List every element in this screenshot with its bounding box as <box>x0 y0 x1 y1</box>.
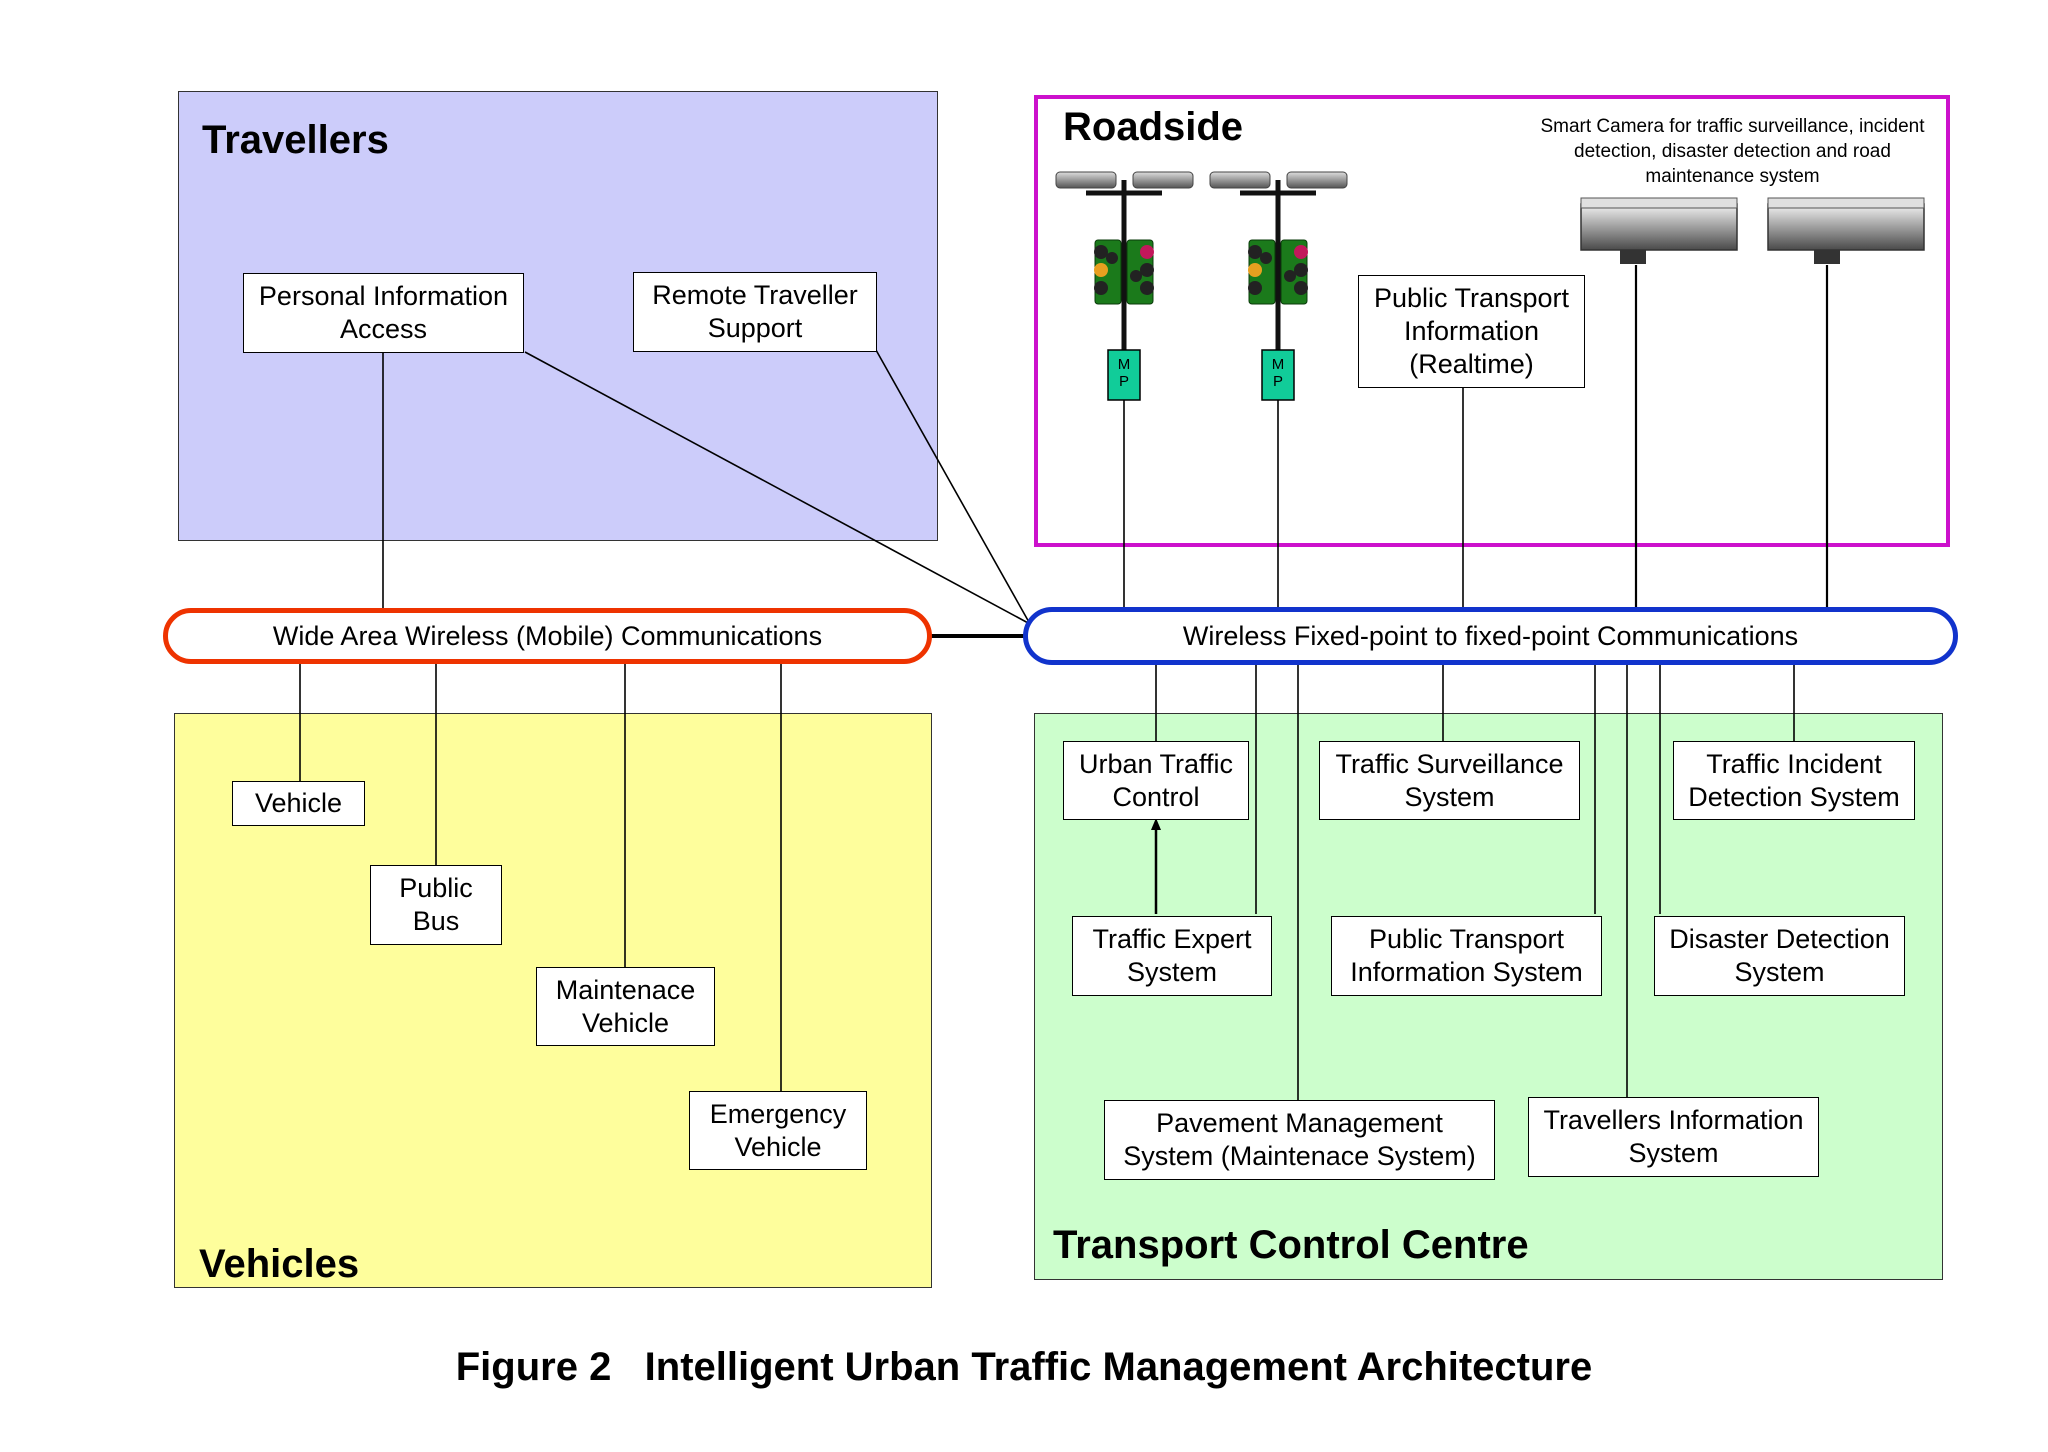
remote-traveller-support-box: Remote Traveller Support <box>633 272 877 352</box>
traffic-incident-detection-box: Traffic Incident Detection System <box>1673 741 1915 820</box>
emergency-vehicle-box: Emergency Vehicle <box>689 1091 867 1170</box>
line-personal-to-fixed <box>524 351 1031 625</box>
disaster-detection-box: Disaster Detection System <box>1654 916 1905 996</box>
traffic-expert-system-box: Traffic Expert System <box>1072 916 1272 996</box>
camera-note: Smart Camera for traffic surveillance, i… <box>1540 116 1925 187</box>
roadside-title: Roadside <box>1063 105 1244 149</box>
travellers-information-system-box: Travellers Information System <box>1528 1097 1819 1177</box>
public-transport-realtime-box: Public Transport Information (Realtime) <box>1358 275 1585 388</box>
traffic-signal-1 <box>1055 171 1194 350</box>
travellers-title: Travellers <box>202 118 389 162</box>
urban-traffic-control-box: Urban Traffic Control <box>1063 741 1249 820</box>
personal-information-access-box: Personal Information Access <box>243 273 524 353</box>
vehicles-title: Vehicles <box>199 1242 360 1286</box>
traffic-surveillance-box: Traffic Surveillance System <box>1319 741 1580 820</box>
public-bus-box: Public Bus <box>370 865 502 945</box>
smart-camera-2 <box>1767 197 1925 264</box>
line-remote-to-fixed <box>875 349 1031 625</box>
arrowhead-urban-traffic <box>1151 818 1161 830</box>
mp-label-1: M P <box>1117 356 1131 390</box>
traffic-signal-2 <box>1209 171 1348 350</box>
mp-sign-1 <box>1107 349 1141 401</box>
figure-caption: Figure 2 Intelligent Urban Traffic Manag… <box>455 1345 1593 1389</box>
mobile-communications-bus: Wide Area Wireless (Mobile) Communicatio… <box>163 608 932 664</box>
tcc-title: Transport Control Centre <box>1053 1223 1529 1267</box>
maintenance-vehicle-box: Maintenace Vehicle <box>536 967 715 1046</box>
vehicle-box: Vehicle <box>232 781 365 826</box>
fixed-point-communications-bus: Wireless Fixed-point to fixed-point Comm… <box>1023 607 1958 665</box>
mp-sign-2 <box>1261 349 1295 401</box>
mp-label-2: M P <box>1271 356 1285 390</box>
pavement-management-box: Pavement Management System (Maintenace S… <box>1104 1100 1495 1180</box>
smart-camera-1 <box>1580 197 1738 264</box>
public-transport-info-system-box: Public Transport Information System <box>1331 916 1602 996</box>
